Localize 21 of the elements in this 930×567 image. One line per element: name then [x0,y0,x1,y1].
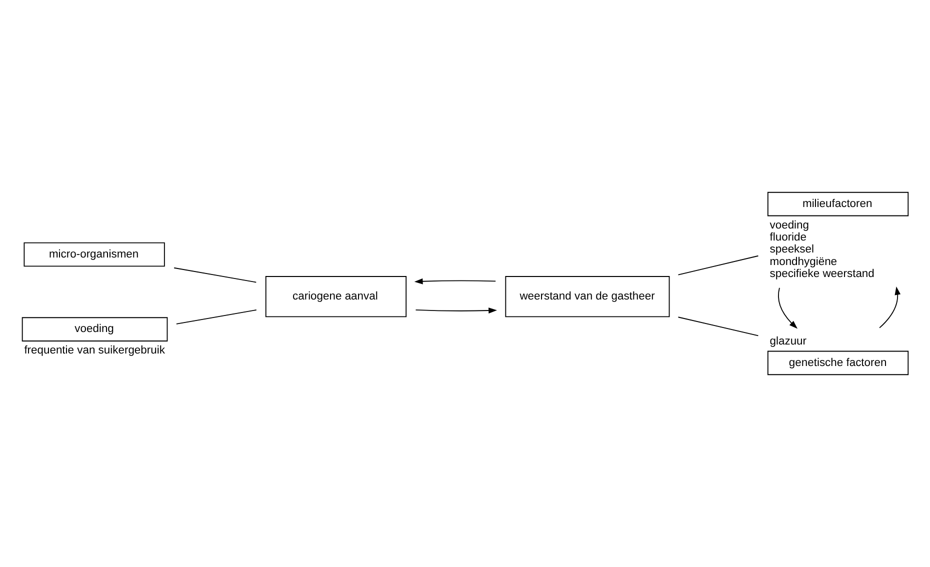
node-box: weerstand van de gastheer [505,276,670,318]
node-label: glazuur [770,335,807,348]
connector [174,267,257,283]
arrow [879,286,901,328]
node-label: speeksel [770,244,814,256]
node-box: genetische factoren [767,350,909,376]
node-label: mondhygiëne [770,256,838,268]
connector [176,309,257,324]
node-box: cariogene aanval [265,276,407,318]
node-box: voeding [22,317,168,342]
arrow [778,287,798,329]
arrow [415,308,497,314]
node-box: milieufactoren [767,192,909,216]
node-label: specifieke weerstand [770,268,874,280]
connector [678,255,759,276]
node-box: micro-organismen [24,242,165,267]
node-label: voeding [770,219,810,232]
node-label: fluoride [770,232,807,244]
arrow [414,278,496,284]
node-label: frequentie van suikergebruik [24,344,165,357]
connector [678,316,759,336]
